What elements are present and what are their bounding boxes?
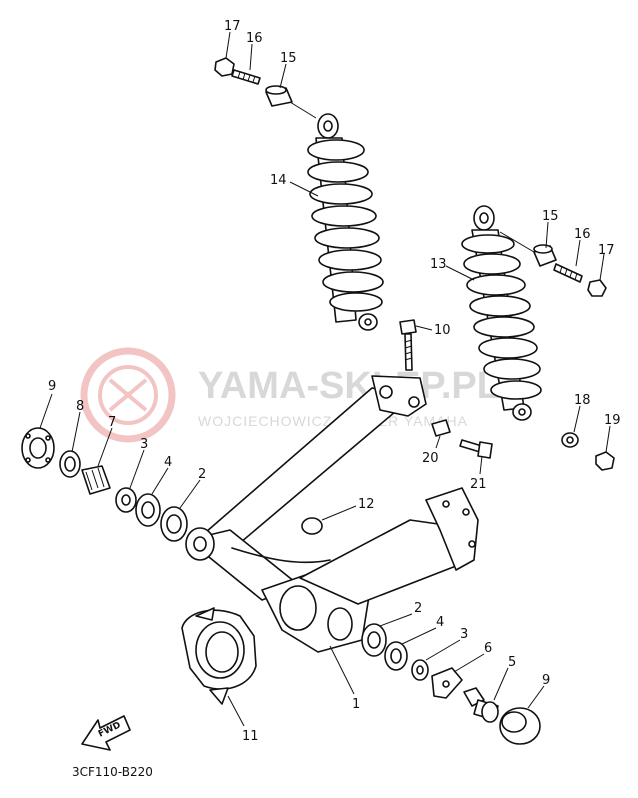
callout-2: 2 bbox=[414, 601, 422, 616]
callout-18: 18 bbox=[574, 393, 591, 408]
callout-15: 15 bbox=[542, 209, 559, 224]
cap-9-left bbox=[21, 427, 55, 469]
callout-21: 21 bbox=[470, 477, 487, 492]
swingarm bbox=[185, 375, 479, 653]
seal-4-left bbox=[135, 493, 161, 527]
callout-9: 9 bbox=[48, 379, 56, 394]
callout-19: 19 bbox=[604, 413, 621, 428]
callout-14: 14 bbox=[270, 173, 287, 188]
callout-12: 12 bbox=[358, 497, 375, 512]
callout-7: 7 bbox=[108, 415, 116, 430]
nut-17-right bbox=[587, 279, 607, 297]
leader-lines bbox=[39, 31, 611, 727]
callout-20: 20 bbox=[422, 451, 439, 466]
locknut-8 bbox=[59, 450, 81, 478]
watermark-subtitle: WOJCIECHOWICZ DEALER YAMAHA bbox=[198, 413, 468, 429]
bolt-21 bbox=[459, 439, 493, 459]
cap-9-right bbox=[499, 707, 541, 745]
bolt-16-upper bbox=[231, 69, 261, 85]
callout-4: 4 bbox=[436, 615, 444, 630]
bearing-2-right bbox=[361, 623, 387, 657]
pivot-shaft-7 bbox=[81, 465, 111, 495]
boot-11 bbox=[181, 607, 257, 705]
shock-absorber-right bbox=[461, 205, 542, 421]
callout-17: 17 bbox=[224, 19, 241, 34]
callout-13: 13 bbox=[430, 257, 447, 272]
callout-15: 15 bbox=[280, 51, 297, 66]
callout-4: 4 bbox=[164, 455, 172, 470]
callout-6: 6 bbox=[484, 641, 492, 656]
callout-11: 11 bbox=[242, 729, 259, 744]
nut-19 bbox=[595, 451, 615, 471]
callouts: 17 16 15 14 15 16 17 13 10 18 19 20 21 9… bbox=[48, 19, 621, 744]
nut-17-upper bbox=[214, 57, 235, 77]
callout-1: 1 bbox=[352, 697, 360, 712]
diagram-code: 3CF110-B220 bbox=[72, 765, 153, 779]
watermark-title: YAMA-SKLEP.PL bbox=[198, 365, 500, 407]
bushing-3-right bbox=[411, 659, 429, 681]
fwd-arrow-icon: FWD bbox=[81, 715, 131, 751]
callout-8: 8 bbox=[76, 399, 84, 414]
collar-20 bbox=[431, 419, 451, 437]
spacer-15-right bbox=[533, 244, 557, 267]
plate-6 bbox=[431, 667, 463, 699]
callout-16: 16 bbox=[574, 227, 591, 242]
washer-18 bbox=[561, 432, 579, 448]
callout-3: 3 bbox=[140, 437, 148, 452]
spacer-15-upper bbox=[265, 85, 293, 107]
seal-4-right bbox=[384, 641, 408, 671]
callout-2: 2 bbox=[198, 467, 206, 482]
callout-16: 16 bbox=[246, 31, 263, 46]
watermark: YAMA-SKLEP.PL WOJCIECHOWICZ DEALER YAMAH… bbox=[80, 347, 500, 443]
bolt-10 bbox=[399, 319, 417, 371]
pivot-bolt-5 bbox=[463, 687, 499, 723]
shock-absorber-left bbox=[307, 113, 384, 331]
watermark-logo bbox=[80, 347, 176, 443]
callout-5: 5 bbox=[508, 655, 516, 670]
bushing-3-left bbox=[115, 487, 137, 513]
callout-17: 17 bbox=[598, 243, 615, 258]
callout-10: 10 bbox=[434, 323, 451, 338]
callout-3: 3 bbox=[460, 627, 468, 642]
cap-12 bbox=[301, 517, 323, 535]
bearing-2-left bbox=[160, 506, 188, 542]
callout-9: 9 bbox=[542, 673, 550, 688]
bolt-16-right bbox=[553, 263, 583, 283]
